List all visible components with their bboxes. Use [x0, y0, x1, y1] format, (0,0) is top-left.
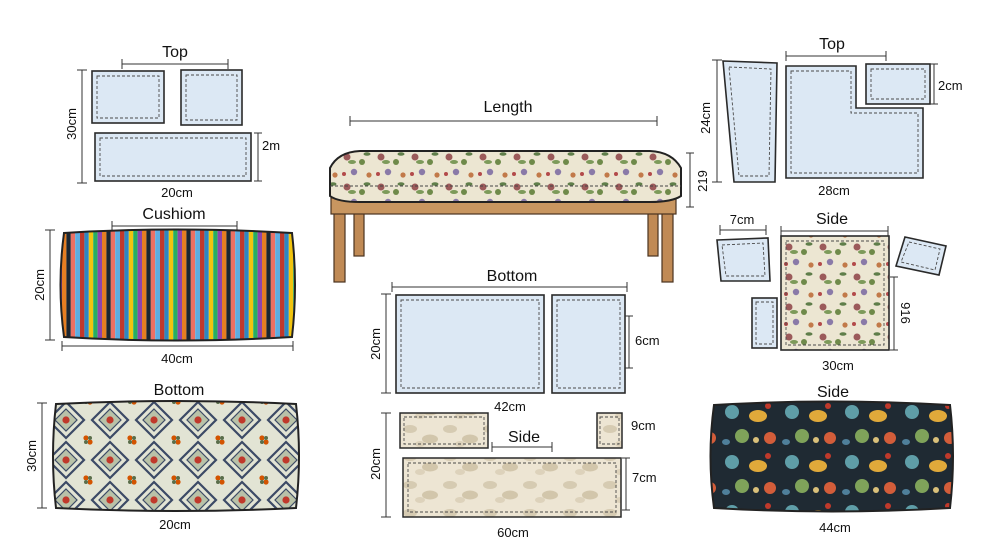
side-center-width-label: 60cm	[497, 525, 529, 540]
side-right-title: Side	[816, 211, 848, 228]
top-right-width-label: 28cm	[818, 183, 850, 198]
bottom-left-width-label: 20cm	[159, 517, 191, 532]
side-right-panel-b	[894, 236, 947, 276]
bottom-center-width-label: 42cm	[494, 399, 526, 414]
bottom-center-side-label: 6cm	[635, 333, 660, 348]
side-bottom-right-title: Side	[817, 384, 849, 401]
top-right-height-label: 24cm	[698, 102, 713, 134]
side-right-floral-panel	[780, 235, 890, 351]
side-right-width-label: 30cm	[822, 358, 854, 373]
cushion-width-label: 40cm	[161, 351, 193, 366]
bench-title: Length	[484, 99, 533, 116]
side-center-panel	[402, 457, 622, 518]
top-right-panel-b	[785, 65, 924, 179]
bench-leg	[333, 205, 346, 283]
side-center-small-label: 9cm	[631, 418, 656, 433]
bench-cushion	[329, 150, 682, 203]
top-right-panel-a	[722, 60, 778, 183]
side-center-height-label: 20cm	[368, 448, 383, 480]
top-left-title: Top	[162, 44, 188, 61]
side-right-small-label: 7cm	[730, 212, 755, 227]
bottom-center-height-label: 20cm	[368, 328, 383, 360]
top-left-side-label: 2m	[262, 138, 280, 153]
damask-cushion	[52, 400, 300, 512]
top-left-panel-a	[91, 70, 165, 124]
cushion-group: Cushiom 20cm 40cm	[32, 206, 296, 366]
bottom-left-height-label: 30cm	[24, 440, 39, 472]
top-left-panel-c	[94, 132, 252, 182]
bottom-center-panel-a	[395, 294, 545, 394]
cushion-height-label: 20cm	[32, 269, 47, 301]
top-right-side-label: 2cm	[938, 78, 963, 93]
side-center-group: 20cm Side 9cm 7cm 60cm	[368, 412, 657, 540]
top-left-height-label: 30cm	[64, 108, 79, 140]
side-center-strip-b	[596, 412, 623, 449]
striped-cushion	[59, 228, 296, 342]
top-right-panel-c	[865, 63, 931, 105]
bench-leg	[661, 205, 674, 283]
cushion-title: Cushiom	[142, 206, 205, 223]
bottom-left-title: Bottom	[154, 382, 205, 399]
top-right-group: Top 24cm 2cm 28cm	[698, 36, 963, 198]
bottom-center-title: Bottom	[487, 268, 538, 285]
top-left-width-label: 20cm	[161, 185, 193, 200]
bottom-center-group: Bottom 20cm 6cm 42cm	[368, 268, 660, 414]
side-right-height-label: 916	[898, 302, 913, 324]
side-center-side-label: 7cm	[632, 470, 657, 485]
top-right-title: Top	[819, 36, 845, 53]
bottom-left-group: Bottom 30cm 20cm	[24, 382, 300, 532]
top-left-group: Top 30cm 2m 20cm	[64, 44, 280, 200]
side-right-panel-a	[716, 237, 771, 282]
side-bottom-right-group: Side 44cm	[709, 384, 954, 535]
bench-group: Length 219	[329, 99, 710, 283]
side-center-title: Side	[508, 429, 540, 446]
side-center-strip-a	[399, 412, 489, 449]
bottom-center-panel-b	[551, 294, 626, 394]
side-right-group: 7cm Side 916 30cm	[716, 211, 947, 373]
side-bottom-right-width-label: 44cm	[819, 520, 851, 535]
bench-height-label: 219	[695, 170, 710, 192]
top-left-panel-b	[180, 69, 243, 126]
dark-print-cushion	[709, 400, 954, 513]
